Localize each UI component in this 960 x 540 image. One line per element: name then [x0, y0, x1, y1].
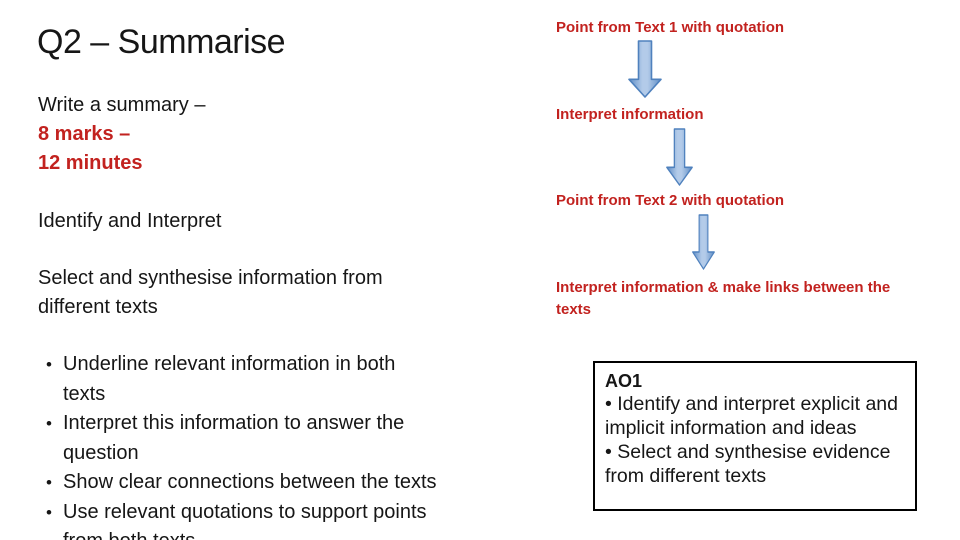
flow-step-point-text1: Point from Text 1 with quotation [556, 19, 785, 36]
bullet-item-quotations: • Use relevant quotations to support poi… [46, 498, 438, 540]
bullet-item-text: Show clear connections between the texts [63, 471, 437, 493]
down-arrow-icon [666, 128, 693, 186]
intro-line-write-summary: Write a summary – [38, 94, 206, 116]
ao1-line: implicit information and ideas [605, 417, 857, 439]
bullet-dot-icon: • [46, 473, 52, 492]
down-arrow-icon [628, 40, 662, 98]
flow-step-interpret-links: Interpret information & make links betwe… [556, 279, 891, 318]
intro-line-marks: 8 marks – [38, 123, 131, 145]
bullet-item-underline: • Underline relevant information in both… [46, 350, 438, 409]
ao1-line: • Select and synthesise evidence [605, 441, 891, 463]
flow-step-point-text2: Point from Text 2 with quotation [556, 192, 785, 209]
bullet-item-connections: • Show clear connections between the tex… [46, 468, 438, 498]
bullet-dot-icon: • [46, 355, 52, 374]
bullet-item-text: Interpret this information to answer the… [63, 412, 405, 464]
slide-title: Q2 – Summarise [37, 23, 286, 61]
intro-line-minutes: 12 minutes [38, 152, 143, 174]
objective-text: Select and synthesise information from d… [38, 267, 383, 318]
ao1-line: • Identify and interpret explicit and [605, 393, 898, 415]
flow-step-interpret: Interpret information [556, 106, 704, 123]
bullet-list: • Underline relevant information in both… [46, 350, 438, 540]
down-arrow-icon [692, 214, 715, 270]
ao1-line: from different texts [605, 465, 767, 487]
bullet-item-interpret: • Interpret this information to answer t… [46, 409, 438, 468]
bullet-item-text: Use relevant quotations to support point… [63, 500, 427, 540]
bullet-dot-icon: • [46, 502, 52, 522]
bullet-dot-icon: • [46, 414, 52, 433]
ao1-heading: AO1 [605, 371, 643, 391]
skill-text: Identify and Interpret [38, 210, 222, 232]
intro-block: Write a summary – 8 marks – 12 minutes [38, 91, 205, 178]
ao1-box: AO1 • Identify and interpret explicit an… [593, 361, 917, 511]
bullet-item-text: Underline relevant information in both t… [63, 353, 396, 405]
